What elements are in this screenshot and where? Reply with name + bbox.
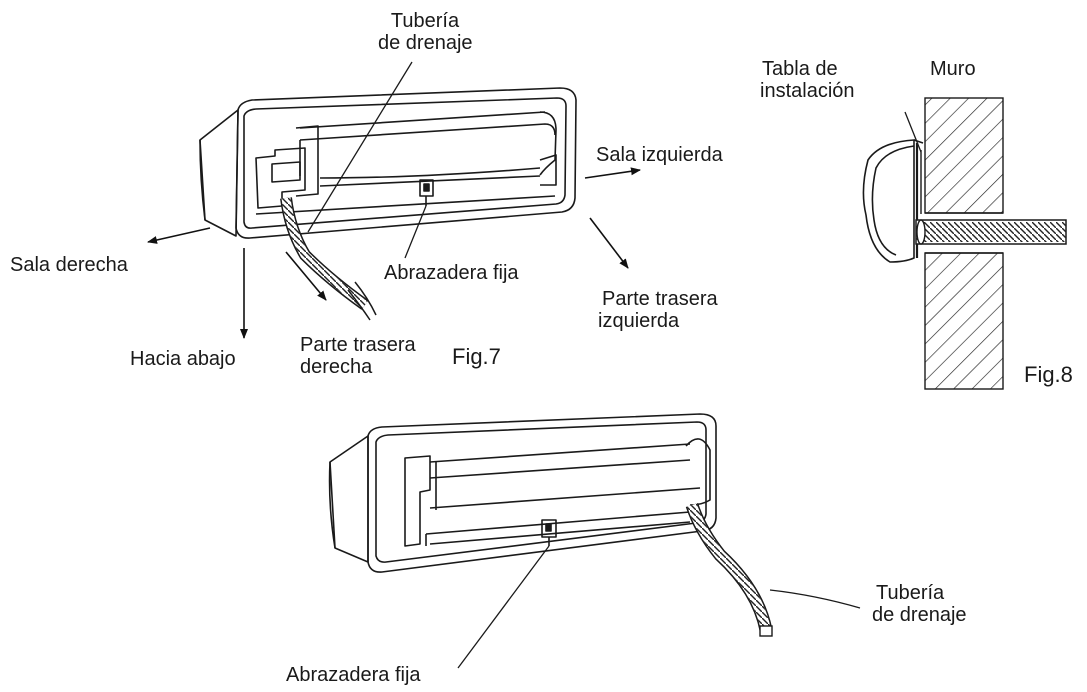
fig9-drain-pipe-label: Tubería de drenaje — [872, 582, 992, 626]
fig8-wall-section — [924, 97, 1004, 390]
fig7-rear-left-line2: izquierda — [598, 310, 680, 332]
fig7-rear-right-line1: Parte trasera — [300, 334, 416, 356]
leader-drain-pipe — [307, 61, 413, 233]
fig8-wall-label: Muro — [930, 58, 976, 80]
fig9-leader-lines — [457, 545, 861, 669]
fig7-drain-pipe-label: Tubería de drenaje — [378, 10, 473, 54]
label-left-room: Sala izquierda — [596, 144, 723, 166]
fig7-caption: Fig.7 — [452, 344, 501, 369]
arrow-right-room — [147, 227, 211, 244]
fig9-drain-hose — [685, 502, 773, 637]
fig8-indoor-unit — [862, 139, 924, 263]
leader-fixed-clamp-bottom — [457, 545, 550, 669]
fig7-rear-right-line2: derecha — [300, 356, 373, 378]
label-downward: Hacia abajo — [130, 348, 236, 370]
fig7-direction-arrows — [147, 167, 641, 339]
fig7-drain-pipe-line1: Tubería — [390, 10, 460, 32]
fig7-drain-pipe-line2: de drenaje — [378, 32, 473, 54]
fig7-leader-lines — [307, 61, 427, 259]
fig7-rear-right-label: Parte trasera derecha — [300, 334, 416, 378]
fig8-mount-plate-line2: instalación — [760, 80, 855, 102]
fig9-drain-pipe-line2: de drenaje — [872, 604, 967, 626]
leader-mount-plate — [904, 111, 922, 153]
fig7-rear-left-line1: Parte trasera — [602, 288, 718, 310]
fig7-rear-left-label: Parte trasera izquierda — [598, 288, 718, 332]
fig9-unit — [328, 413, 717, 573]
fig8-pipe — [915, 219, 1067, 245]
leader-fixed-clamp — [404, 205, 427, 259]
fig7-drain-hose — [280, 197, 377, 321]
arrow-rear-right — [285, 251, 327, 301]
fig8-mount-plate-label: Tabla de instalación — [760, 58, 855, 102]
fig9-drain-pipe-line1: Tubería — [876, 582, 945, 604]
fig8-mount-plate-line1: Tabla de — [762, 58, 838, 80]
fig9-fixed-clamp-label: Abrazadera fija — [286, 664, 421, 686]
fig7-unit — [199, 87, 577, 239]
arrow-left-room — [584, 167, 641, 179]
fig7-fixed-clamp-label: Abrazadera fija — [384, 262, 519, 284]
label-right-room: Sala derecha — [10, 254, 128, 276]
arrow-rear-left — [589, 217, 629, 269]
fig8-caption: Fig.8 — [1024, 362, 1073, 387]
leader-drain-pipe-bottom — [769, 589, 861, 609]
